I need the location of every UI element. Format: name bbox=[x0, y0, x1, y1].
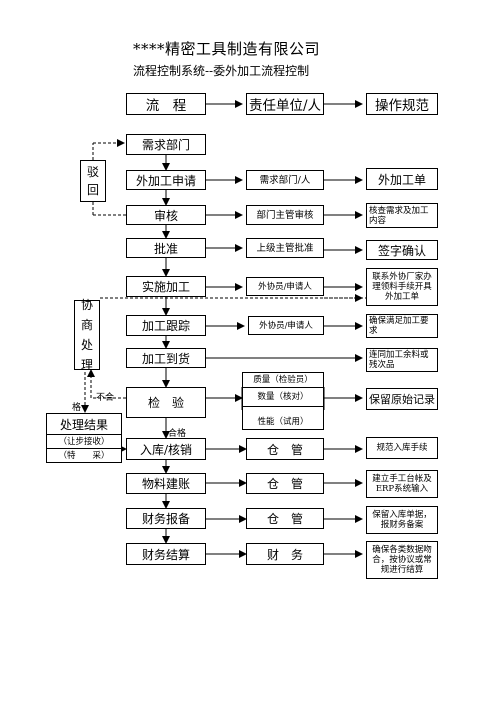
result-title-box: 处理结果 bbox=[46, 413, 122, 435]
process-demand: 需求部门 bbox=[126, 134, 206, 155]
standard-report: 保留入库单据，报财务备案 bbox=[366, 506, 438, 534]
process-stock: 入库/核销 bbox=[126, 438, 206, 460]
standard-review: 核查需求及加工内容 bbox=[366, 203, 438, 228]
fail-label-suffix: 格 bbox=[72, 403, 82, 413]
process-implement: 实施加工 bbox=[126, 276, 206, 297]
process-review: 审核 bbox=[126, 205, 206, 225]
process-track: 加工跟踪 bbox=[126, 315, 206, 336]
standard-stock: 规范入库手续 bbox=[366, 437, 438, 459]
header-responsible: 责任单位/人 bbox=[246, 93, 324, 115]
process-inspect: 检 验 bbox=[126, 387, 206, 418]
responsible-ledger: 仓 管 bbox=[246, 473, 324, 494]
responsible-approve: 上级主管批准 bbox=[246, 238, 324, 258]
header-standard: 操作规范 bbox=[366, 93, 438, 115]
responsible-inspect-performance: 性能（试用） bbox=[242, 406, 324, 430]
process-subtitle: 流程控制系统--委外加工流程控制 bbox=[133, 64, 310, 78]
standard-implement: 联系外协厂家办理领料手续开具外加工单 bbox=[366, 268, 438, 306]
header-process: 流 程 bbox=[126, 93, 206, 115]
responsible-outsource: 需求部门/人 bbox=[246, 170, 324, 190]
process-ledger: 物料建账 bbox=[126, 473, 206, 494]
pass-label: 合格 bbox=[168, 429, 187, 439]
responsible-review: 部门主管审核 bbox=[246, 205, 324, 225]
standard-inspect: 保留原始记录 bbox=[366, 388, 438, 410]
standard-outsource: 外加工单 bbox=[366, 168, 438, 190]
process-settle: 财务结算 bbox=[126, 543, 206, 565]
fail-label: 不合 bbox=[96, 393, 115, 403]
reject-box: 驳回 bbox=[80, 160, 106, 202]
process-report: 财务报备 bbox=[126, 508, 206, 529]
responsible-report: 仓 管 bbox=[246, 508, 324, 529]
process-approve: 批准 bbox=[126, 238, 206, 258]
process-arrival: 加工到货 bbox=[126, 348, 206, 368]
responsible-stock: 仓 管 bbox=[246, 438, 324, 460]
standard-arrival: 连同加工余料或残次品 bbox=[366, 348, 438, 372]
process-outsource: 外加工申请 bbox=[126, 170, 206, 190]
company-title: ****精密工具制造有限公司 bbox=[133, 40, 321, 58]
negotiate-box: 协商处理 bbox=[74, 298, 100, 372]
responsible-implement: 外协员/申请人 bbox=[246, 277, 324, 296]
responsible-inspect-quantity: 数量（核对） bbox=[242, 388, 324, 406]
standard-track: 确保满足加工要求 bbox=[366, 314, 438, 338]
responsible-inspect-quality: 质量（检验员） bbox=[242, 372, 324, 388]
result-concession: （让步接收） bbox=[46, 435, 122, 449]
responsible-settle: 财 务 bbox=[246, 543, 324, 565]
responsible-track: 外协员/申请人 bbox=[248, 316, 324, 335]
standard-settle: 确保各类数据吻合，按协议或常规进行结算 bbox=[366, 541, 438, 579]
result-special: （特 采） bbox=[46, 449, 122, 463]
standard-ledger: 建立手工台帐及ERP系统输入 bbox=[366, 470, 438, 498]
standard-approve: 签字确认 bbox=[366, 240, 438, 260]
